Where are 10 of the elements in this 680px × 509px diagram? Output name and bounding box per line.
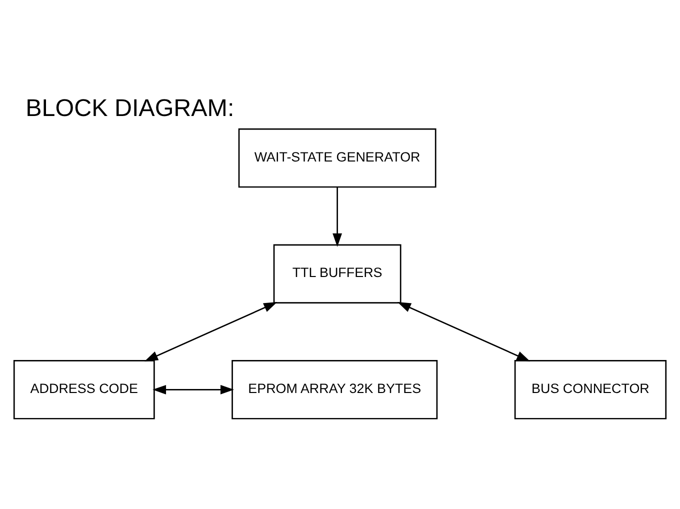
- node-box: BUS CONNECTOR: [514, 360, 667, 419]
- arrow: [144, 302, 278, 361]
- node-box: EPROM ARRAY 32K BYTES: [232, 360, 438, 419]
- node-box: TTL BUFFERS: [273, 244, 402, 303]
- arrow: [152, 384, 234, 394]
- arrow: [397, 302, 530, 361]
- arrow: [332, 186, 342, 246]
- node-box: WAIT-STATE GENERATOR: [238, 128, 436, 188]
- node-box: ADDRESS CODE: [13, 360, 155, 419]
- diagram-title: BLOCK DIAGRAM:: [26, 94, 234, 122]
